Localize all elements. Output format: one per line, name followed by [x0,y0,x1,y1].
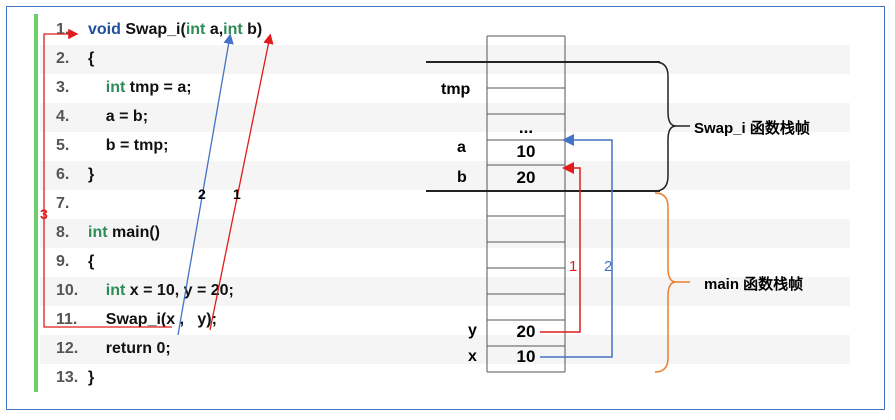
line-number: 4. [56,108,70,125]
line-number: 8. [56,224,70,241]
code-text: int main() [88,224,160,242]
line-number: 11. [56,311,78,328]
stack-arrow-number-red: 1 [569,258,578,275]
stack-value-y: 20 [516,322,536,341]
code-text: a = b; [88,108,148,126]
code-token: int [105,79,130,96]
code-gutter-bar [34,14,38,392]
swap-frame-label: Swap_i 函数栈帧 [694,120,810,137]
stack-value-b: 20 [516,168,536,187]
code-token: { [88,50,95,67]
stack-value-ellipsis: ... [518,118,534,137]
code-line: 10. int x = 10, y = 20; [40,277,850,306]
code-token: { [88,253,95,270]
code-line: 2. { [40,45,850,74]
code-line: 9. { [40,248,850,277]
code-arrow-number-red: 1 [233,186,241,202]
code-text: { [88,50,94,68]
code-token: } [88,369,95,386]
line-number: 12. [56,340,79,357]
line-number: 9. [56,253,70,270]
stack-label-x: x [468,348,477,365]
code-line: 11. Swap_i(x , y); [40,306,850,335]
line-number: 5. [56,137,70,154]
stack-label-b: b [457,169,467,186]
code-arrow-blue-2 [177,33,234,336]
main-frame-brace [654,192,677,373]
stack-label-y: y [468,322,477,339]
code-line: 3. int tmp = a; [40,74,850,103]
code-token: x = 10, y = 20; [129,282,234,299]
stack-arrow-blue-2 [540,134,613,358]
code-token: Swap_i(x , y); [88,311,217,328]
code-line: 8. int main() [40,219,850,248]
code-line: 13.} [40,364,850,393]
code-token: int [105,282,130,299]
stack-label-tmp: tmp [441,81,471,98]
code-text: int x = 10, y = 20; [88,282,234,300]
code-text: } [88,369,94,387]
code-text: { [88,253,94,271]
swap-frame-brace [654,61,677,192]
stack-columns [486,36,566,372]
code-token: return 0; [88,340,171,357]
stack-value-a: 10 [516,142,536,161]
code-arrow-red-1 [209,33,274,331]
code-line: 7. [40,190,850,219]
code-text: } [88,166,94,184]
code-text: return 0; [88,340,171,358]
stack-arrow-red-1 [540,162,581,333]
code-token: int [88,224,112,241]
code-token: tmp = a; [129,79,192,96]
line-number: 6. [56,166,70,183]
stack-arrow-number-blue: 2 [604,258,613,275]
main-frame-label: main 函数栈帧 [704,276,804,293]
stack-value-x: 10 [516,347,536,366]
code-token: a, [209,21,224,38]
code-text: b = tmp; [88,137,169,155]
code-arrow-number-blue: 2 [198,186,206,202]
code-line: 12. return 0; [40,335,850,364]
code-token: int [185,21,210,38]
code-text: Swap_i(x , y); [88,311,217,329]
code-line: 4. a = b; [40,103,850,132]
line-number: 2. [56,50,70,67]
line-number: 10. [56,282,79,299]
code-arrow-return-3 [43,28,172,328]
code-token: b = tmp; [88,137,169,154]
line-number: 13. [56,369,79,386]
code-text: int tmp = a; [88,79,192,97]
code-token: a = b; [88,108,149,125]
code-token: Swap_i( [125,21,186,38]
diagram-frame [6,6,885,410]
code-token: void [88,21,126,38]
code-token: b) [247,21,263,38]
line-number: 3. [56,79,70,96]
code-arrow-number-return: 3 [40,206,48,222]
code-line: 6.} [40,161,850,190]
code-line: 5. b = tmp; [40,132,850,161]
code-token: } [88,166,95,183]
stack-label-a: a [457,139,466,156]
line-number: 7. [56,195,70,212]
code-token: main() [112,224,160,241]
